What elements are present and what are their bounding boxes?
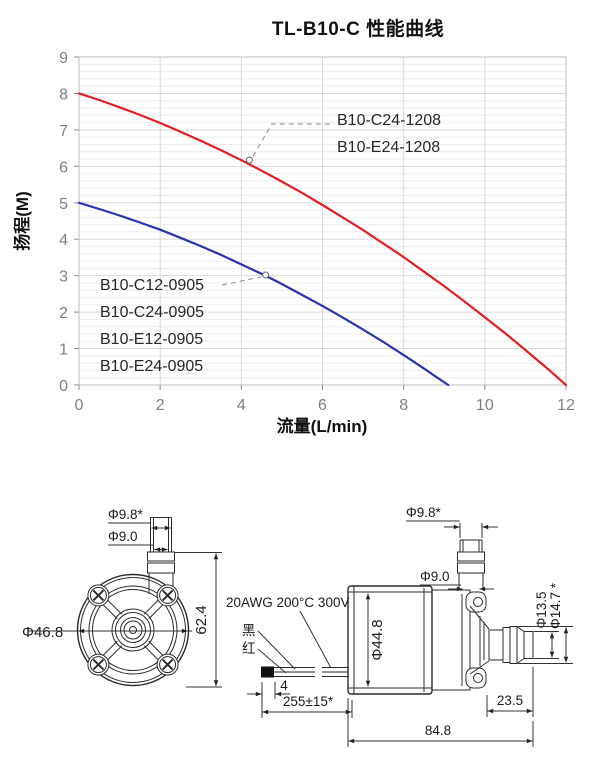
pump-curves [77, 92, 568, 387]
front-spokes [95, 592, 171, 668]
y-tick-label: 3 [59, 269, 68, 286]
dimension-drawing: Φ9.8* Φ9.0 Φ46.8 62.4 [22, 505, 573, 747]
y-tick-label: 1 [59, 342, 68, 359]
y-tick-label: 0 [59, 378, 68, 395]
x-tick-label: 0 [75, 397, 84, 414]
x-tick-label: 4 [237, 397, 246, 414]
y-tick-label: 4 [59, 232, 68, 249]
dim-front-outlet-id: Φ9.0 [108, 529, 138, 544]
leader-line-low-curve [221, 276, 262, 286]
side-outlet-tube [457, 539, 485, 590]
x-tick-label: 6 [318, 397, 327, 414]
curve-series-0 [77, 92, 568, 387]
red-wire-label: 红 [242, 641, 256, 656]
y-tick-label: 7 [59, 123, 68, 140]
chart-gridlines [79, 57, 566, 385]
side-inlet-port [488, 626, 534, 664]
black-wire-label: 黑 [242, 623, 256, 638]
y-tick-label: 6 [59, 159, 68, 176]
dim-front-body-diameter: Φ46.8 [22, 624, 63, 641]
dim-total-length: 84.8 [425, 723, 451, 738]
y-tick-label: 5 [59, 196, 68, 213]
y-tick-label: 2 [59, 305, 68, 322]
front-dimensions: Φ9.8* Φ9.0 Φ46.8 62.4 [22, 507, 222, 688]
x-axis-title: 流量(L/min) [277, 416, 368, 436]
dim-front-outlet-od: Φ9.8* [108, 507, 144, 522]
label-low-curve-model-2: B10-C24-0905 [100, 304, 204, 321]
label-low-curve-model-4: B10-E24-0905 [100, 358, 203, 375]
y-tick-label: 8 [59, 86, 68, 103]
curve-series-1 [77, 201, 450, 387]
dim-front-height: 62.4 [193, 605, 210, 634]
dim-inlet-tip-diameter: Φ13.5 [534, 591, 549, 628]
front-body-circles [76, 573, 190, 687]
label-high-curve-model-1: B10-C24-1208 [337, 112, 441, 129]
cable-stripped-end [261, 666, 274, 678]
pump-front-view: Φ9.8* Φ9.0 Φ46.8 62.4 [22, 507, 222, 688]
x-tick-label: 12 [557, 397, 575, 414]
side-pump-head [431, 589, 490, 691]
dim-inlet-od: Φ14.7 * [548, 582, 563, 629]
dim-cable-length: 255±15* [283, 694, 334, 709]
label-high-curve-model-2: B10-E24-1208 [337, 139, 440, 156]
chart-title: TL-B10-C 性能曲线 [271, 19, 445, 40]
dim-side-outlet-od: Φ9.8* [406, 505, 442, 520]
cable-dimensions: 20AWG 200°C 300V 黑 红 4 255±15* [226, 595, 353, 718]
side-motor-body [347, 585, 433, 695]
dim-strip-length: 4 [280, 678, 288, 693]
leader-line-high-curve [252, 123, 331, 157]
y-tick-label: 9 [59, 50, 68, 67]
label-low-curve-model-3: B10-E12-0905 [100, 331, 203, 348]
power-cable [261, 666, 348, 678]
front-screws [87, 584, 179, 676]
dim-motor-diameter: Φ44.8 [369, 619, 386, 660]
cable-spec-label: 20AWG 200°C 300V [226, 595, 349, 610]
leader-anchor-1 [262, 271, 270, 279]
dim-side-outlet-id: Φ9.0 [420, 569, 450, 584]
x-tick-label: 2 [156, 397, 165, 414]
y-axis-title: 扬程(M) [12, 191, 32, 250]
leader-anchor-0 [245, 156, 253, 164]
x-tick-label: 10 [476, 397, 494, 414]
label-low-curve-model-1: B10-C12-0905 [100, 277, 204, 294]
dim-inlet-length: 23.5 [497, 693, 523, 708]
pump-side-view: Φ9.8* Φ9.0 Φ44.8 Φ13.5 Φ14.7 * [226, 505, 573, 747]
x-tick-label: 8 [399, 397, 408, 414]
side-dimensions: Φ9.8* Φ9.0 Φ44.8 Φ13.5 Φ14.7 * [347, 505, 573, 747]
